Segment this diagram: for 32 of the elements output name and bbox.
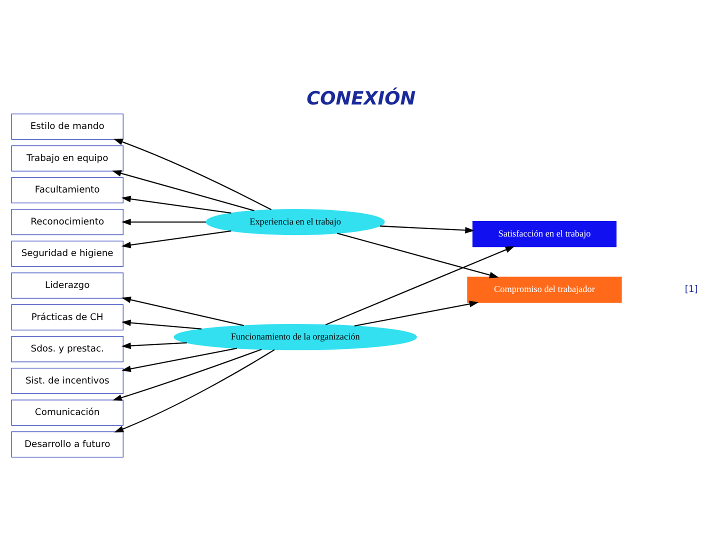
node-box: Comunicación (11, 400, 124, 426)
arrow (122, 230, 232, 248)
node-box: Prácticas de CH (11, 304, 124, 330)
node-box: Trabajo en equipo (11, 145, 124, 172)
node-ellipse: Experiencia en el trabajo (206, 208, 385, 236)
node-box: Estilo de mando (11, 114, 124, 140)
arrow (380, 226, 474, 234)
label: [1] (684, 284, 698, 296)
node-box: Satisfacción en el trabajo (472, 220, 617, 248)
arrow (112, 170, 254, 212)
arrow (354, 300, 479, 327)
node-box: Reconocimiento (11, 208, 124, 236)
node-box: Seguridad e higiene (11, 240, 124, 267)
arrow (325, 246, 515, 326)
node-box: Facultamiento (11, 177, 124, 204)
node-box: Desarrollo a futuro (11, 431, 124, 458)
arrow (122, 348, 237, 372)
diagram-title: CONEXIÓN (306, 88, 416, 110)
arrow (122, 196, 232, 214)
node-box: Liderazgo (11, 272, 124, 299)
node-box: Sdos. y prestac. (11, 336, 124, 362)
node-box: Compromiso del trabajador (467, 276, 622, 303)
arrow (112, 348, 262, 401)
arrow (114, 349, 275, 432)
arrow (121, 218, 206, 226)
arrow (113, 138, 272, 210)
node-ellipse: Funcionamiento de la organización (174, 324, 417, 350)
node-box: Sist. de incentivos (11, 368, 124, 394)
arrow (337, 232, 499, 278)
arrow (121, 342, 187, 350)
arrow (121, 320, 202, 330)
arrow (122, 296, 244, 326)
